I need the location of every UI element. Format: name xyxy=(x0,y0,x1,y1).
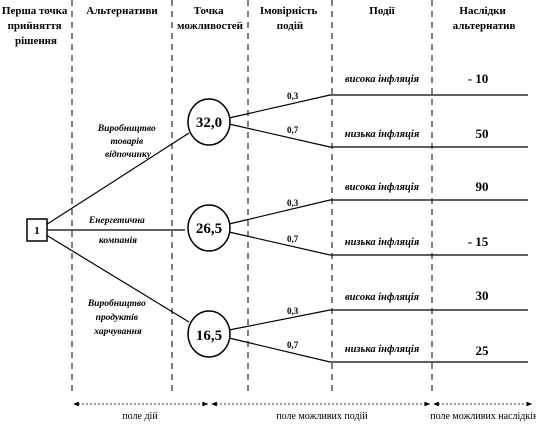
branch-2-low xyxy=(228,231,331,256)
outcome-2-low: - 15 xyxy=(468,234,489,249)
event-2-low: низька інфляція xyxy=(345,237,420,248)
alternative-1-label: Виробництво товарів відпочинку xyxy=(97,123,158,160)
header-probability: Імовірність подій xyxy=(260,5,320,32)
branch-3-high xyxy=(228,309,331,331)
probability-2-low: 0,7 xyxy=(287,234,299,244)
header-outcomes: Наслідки альтернатив xyxy=(453,5,516,32)
outcome-1-high: - 10 xyxy=(468,71,489,86)
field-events-label: поле можливих подій xyxy=(276,411,368,422)
outcome-3-low: 25 xyxy=(476,343,490,358)
chance-node-3-value: 16,5 xyxy=(196,328,222,344)
alternative-3-label: Виробництво продуктів харчування xyxy=(87,298,148,337)
field-decisions-label: поле дій xyxy=(122,411,158,422)
probability-1-high: 0,3 xyxy=(287,91,299,101)
event-3-high: висока інфляція xyxy=(345,292,420,303)
chance-node-1 xyxy=(187,98,231,146)
event-1-low: низька інфляція xyxy=(345,129,420,140)
branch-1-high xyxy=(228,94,331,119)
event-3-low: низька інфляція xyxy=(345,344,420,355)
header-events: Події xyxy=(369,5,395,17)
chance-node-2 xyxy=(187,204,231,252)
chance-node-3 xyxy=(187,310,231,358)
probability-3-high: 0,3 xyxy=(287,306,299,316)
decision-node-label: 1 xyxy=(34,225,40,237)
chance-node-1-value: 32,0 xyxy=(196,115,222,131)
outcome-3-high: 30 xyxy=(476,288,489,303)
header-alternatives: Альтернативи xyxy=(86,5,158,17)
event-1-high: висока інфляція xyxy=(345,74,420,85)
branch-3-low xyxy=(228,337,331,363)
branch-alt-1 xyxy=(37,132,190,231)
tree-branches xyxy=(37,94,528,363)
outcome-1-low: 50 xyxy=(476,126,489,141)
branch-2-high xyxy=(228,199,331,225)
header-chance-point: Точка можливостей xyxy=(177,5,244,32)
outcome-2-high: 90 xyxy=(476,179,489,194)
event-2-high: висока інфляція xyxy=(345,182,420,193)
probability-3-low: 0,7 xyxy=(287,340,299,350)
field-outcomes-label: поле можливих наслідків xyxy=(430,411,536,422)
probability-1-low: 0,7 xyxy=(287,125,299,135)
branch-1-low xyxy=(228,123,331,148)
decision-node xyxy=(26,218,48,242)
chance-node-2-value: 26,5 xyxy=(196,221,222,237)
branch-alt-3 xyxy=(37,229,190,323)
header-decision-point: Перша точка прийняття рішення xyxy=(2,5,70,47)
alternative-2-label: Енергетична компанія xyxy=(88,216,147,246)
probability-2-high: 0,3 xyxy=(287,198,299,208)
